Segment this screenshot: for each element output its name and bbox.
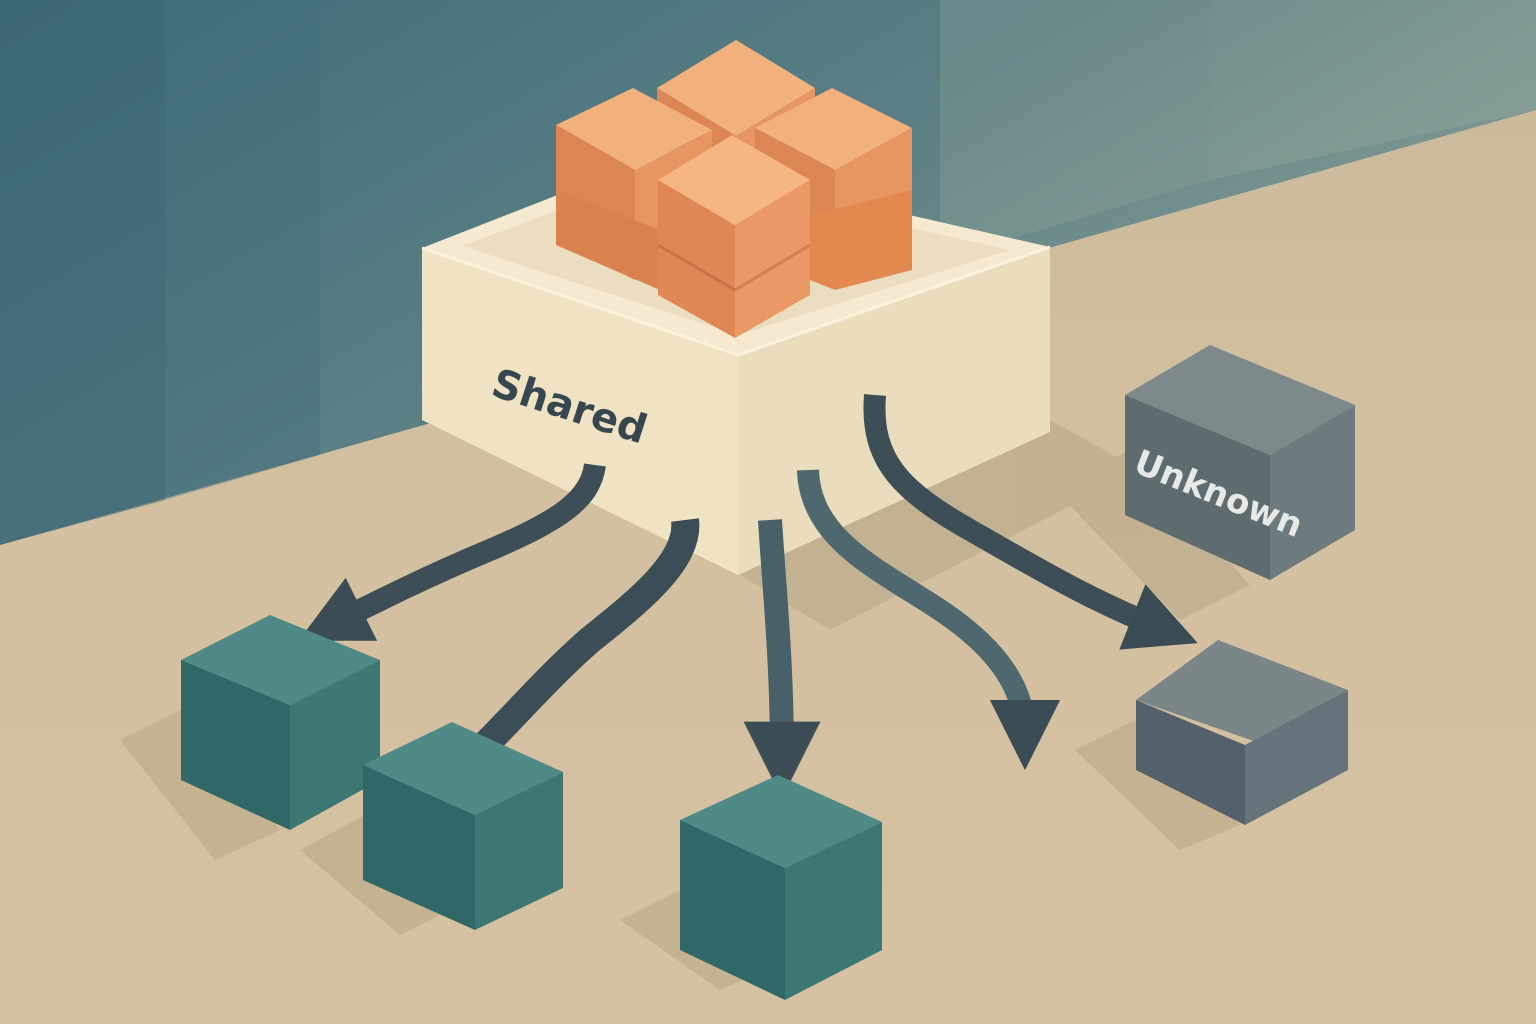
teal-cube-icon	[680, 775, 882, 1000]
wall-panel	[0, 0, 165, 545]
curved-arrow-icon	[863, 394, 1198, 650]
wall-panel	[1210, 0, 1536, 180]
curved-arrow-icon	[797, 469, 1061, 771]
orange-cube-icon	[810, 190, 912, 290]
wall-panel	[165, 0, 320, 500]
shared-box-edge	[421, 245, 1051, 357]
unknown-cube-front	[1125, 395, 1270, 580]
teal-cube-icon	[181, 615, 380, 830]
unknown-cube-top	[1125, 345, 1355, 455]
curved-arrow-icon	[743, 519, 821, 799]
curved-arrow-icon	[298, 462, 606, 641]
curved-arrow-icon	[475, 518, 700, 755]
arrows	[298, 394, 1198, 799]
orange-cube-icon	[556, 190, 660, 290]
orange-cube-cluster	[556, 40, 912, 338]
orange-cube-icon	[657, 135, 811, 338]
unknown-cube-side	[1270, 405, 1355, 580]
teal-cube-icon	[363, 722, 563, 930]
unknown-cube: Unknown	[1125, 345, 1355, 580]
gray-cube-icon	[1136, 640, 1348, 825]
wall-panel	[940, 0, 1210, 260]
